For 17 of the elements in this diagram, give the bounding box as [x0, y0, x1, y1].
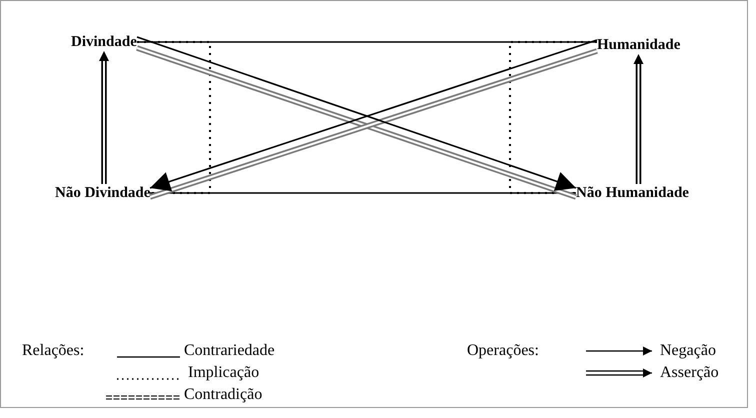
connector-line	[137, 41, 597, 43]
legend-label: Implicação	[188, 363, 260, 383]
term-label: Divindade	[71, 33, 137, 51]
dotted-line	[137, 41, 211, 194]
legend-label: Contrariedade	[184, 341, 275, 361]
connector-line	[150, 192, 576, 194]
legend-label: Negação	[660, 341, 716, 361]
term-label: Não Divindade	[55, 184, 150, 202]
term-label: Não Humanidade	[576, 184, 689, 202]
legend-heading: Relações:	[22, 341, 84, 361]
double-arrow	[99, 51, 109, 184]
term-label: Humanidade	[597, 36, 680, 54]
double-arrow	[634, 54, 644, 184]
legend-heading: Operações:	[467, 341, 539, 361]
legend-label: Asserção	[660, 363, 719, 383]
legend-label: Contradição	[184, 385, 262, 405]
dotted-line	[509, 41, 597, 194]
